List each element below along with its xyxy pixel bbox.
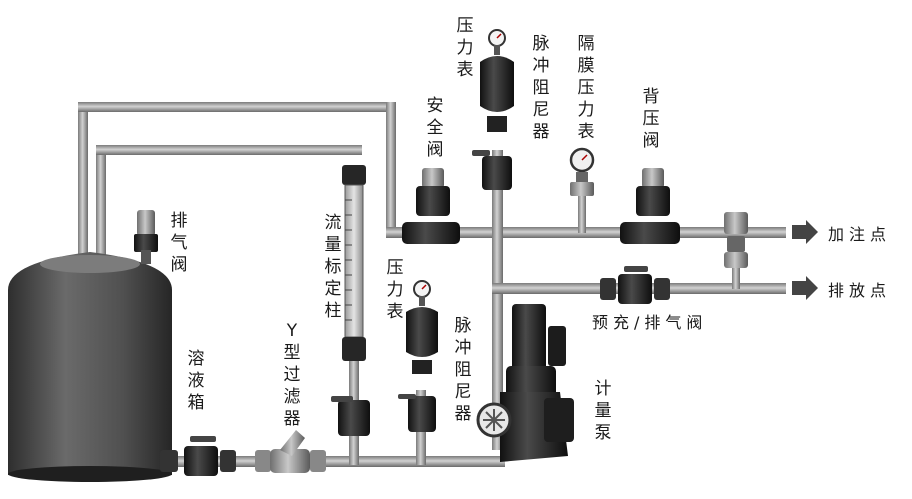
injection-point-arrow bbox=[792, 220, 818, 244]
injection-line-vent-valve bbox=[724, 212, 748, 268]
safety-valve bbox=[402, 168, 460, 244]
lower-pressure-gauge bbox=[413, 280, 431, 306]
diaphragm-pressure-gauge bbox=[569, 147, 595, 196]
tank-outlet-ball-valve bbox=[160, 436, 236, 476]
back-pressure-valve bbox=[620, 168, 680, 244]
label-flow-calibration-column: 流量标定柱 bbox=[324, 213, 342, 321]
label-pulse-damper-top: 脉冲阻尼器 bbox=[532, 34, 550, 142]
lower-pulse-damper bbox=[398, 307, 438, 432]
upper-pressure-gauge bbox=[488, 29, 506, 55]
outer-loop-top-pipe bbox=[78, 102, 394, 112]
label-dissolving-tank: 溶液箱 bbox=[187, 349, 205, 413]
flow-calibration-column bbox=[331, 165, 370, 436]
metering-pump bbox=[476, 304, 574, 462]
label-pressure-gauge-bottom: 压力表 bbox=[386, 258, 404, 322]
label-metering-pump: 计量泵 bbox=[594, 379, 612, 443]
label-pressure-gauge-top: 压力表 bbox=[456, 16, 474, 80]
label-safety-valve: 安全阀 bbox=[426, 96, 444, 160]
label-pulse-damper-bottom: 脉冲阻尼器 bbox=[454, 316, 472, 424]
pump-discharge-riser bbox=[492, 150, 503, 450]
prefill-vent-ball-valve bbox=[600, 266, 670, 304]
upper-pulse-damper bbox=[472, 56, 514, 190]
discharge-point-arrow bbox=[792, 276, 818, 300]
outer-loop-down-pipe bbox=[386, 102, 396, 232]
label-prefill-vent-valve: 预充/排气阀 bbox=[592, 313, 708, 332]
label-vent-valve: 排气阀 bbox=[170, 211, 188, 275]
label-injection-point: 加注点 bbox=[828, 225, 892, 244]
label-back-pressure-valve: 背压阀 bbox=[642, 87, 660, 151]
dissolving-tank bbox=[8, 252, 172, 482]
y-strainer bbox=[255, 430, 326, 473]
outer-loop-vertical-pipe bbox=[78, 102, 88, 262]
label-y-filter: Y型过滤器 bbox=[283, 321, 301, 429]
label-diaphragm-gauge: 隔膜压力表 bbox=[577, 34, 595, 142]
label-discharge-point: 排放点 bbox=[828, 281, 892, 300]
tank-vent-valve bbox=[134, 210, 158, 264]
inner-loop-vertical-pipe bbox=[96, 145, 106, 262]
diaphragm-gauge-stem bbox=[578, 195, 586, 233]
inner-loop-top-pipe bbox=[96, 145, 362, 155]
